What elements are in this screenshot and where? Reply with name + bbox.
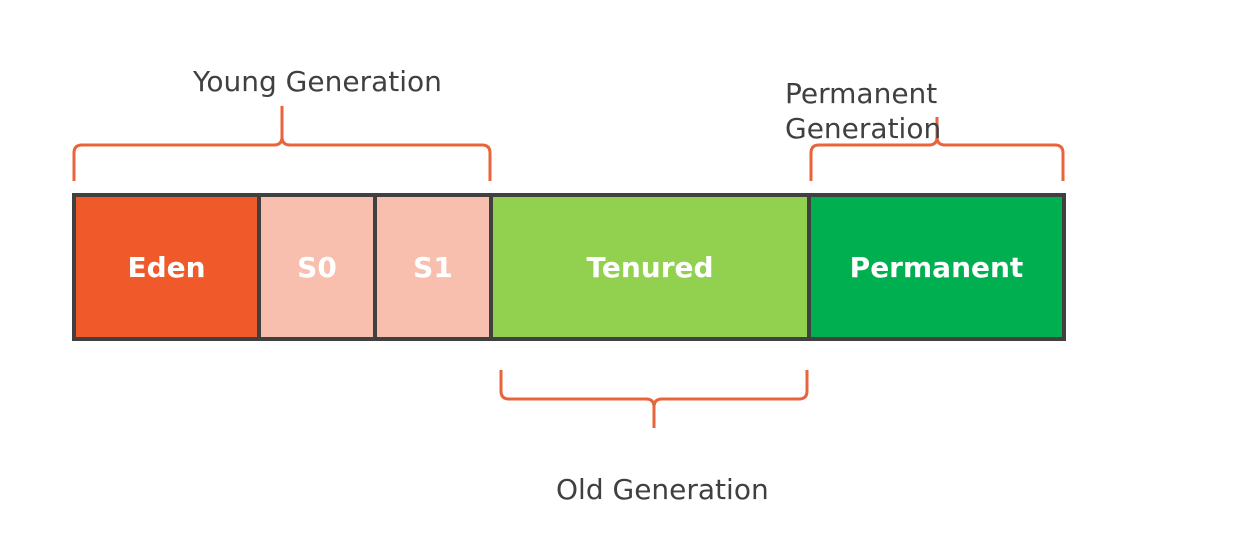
tenured-segment: Tenured bbox=[493, 196, 807, 338]
permanent-generation-label: Permanent Generation bbox=[785, 77, 942, 145]
heap-bar-outline bbox=[72, 193, 1066, 341]
old-generation-label: Old Generation bbox=[556, 473, 769, 506]
old-generation-bracket bbox=[499, 370, 809, 428]
s1-label: S1 bbox=[413, 250, 453, 284]
permanent-generation-bracket bbox=[809, 117, 1065, 181]
tenured-label: Tenured bbox=[586, 250, 714, 284]
s0-label: S0 bbox=[297, 250, 337, 284]
s0-segment: S0 bbox=[261, 196, 373, 338]
eden-segment: Eden bbox=[75, 196, 258, 338]
permanent-label: Permanent bbox=[849, 250, 1024, 284]
young-generation-label: Young Generation bbox=[193, 65, 442, 98]
eden-label: Eden bbox=[127, 250, 206, 284]
s1-segment: S1 bbox=[377, 196, 489, 338]
permanent-segment: Permanent bbox=[811, 196, 1062, 338]
young-generation-bracket bbox=[72, 106, 492, 181]
